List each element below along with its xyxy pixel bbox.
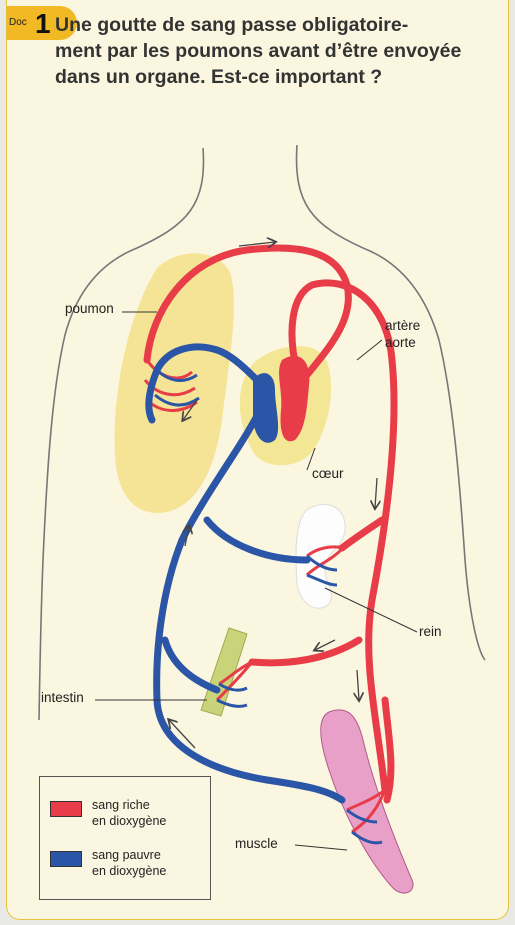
label-muscle: muscle xyxy=(235,836,278,851)
document-page: Doc 1 Une goutte de sang passe obligatoi… xyxy=(6,0,509,920)
label-rein: rein xyxy=(419,624,442,639)
legend-swatch-poor xyxy=(50,851,82,867)
label-poumon: poumon xyxy=(65,301,114,316)
kidney-shape xyxy=(296,504,345,608)
legend-poor-line2: en dioxygène xyxy=(92,863,166,879)
legend-rich-line2: en dioxygène xyxy=(92,813,166,829)
legend: sang riche en dioxygène sang pauvre en d… xyxy=(39,776,211,900)
label-artere: artère xyxy=(385,318,420,333)
legend-rich-line1: sang riche xyxy=(92,797,166,813)
legend-poor-line1: sang pauvre xyxy=(92,847,166,863)
legend-swatch-rich xyxy=(50,801,82,817)
legend-text-poor: sang pauvre en dioxygène xyxy=(92,847,166,879)
label-coeur: cœur xyxy=(312,466,344,481)
label-intestin: intestin xyxy=(41,690,84,705)
label-aorte: aorte xyxy=(385,335,416,350)
legend-text-rich: sang riche en dioxygène xyxy=(92,797,166,829)
